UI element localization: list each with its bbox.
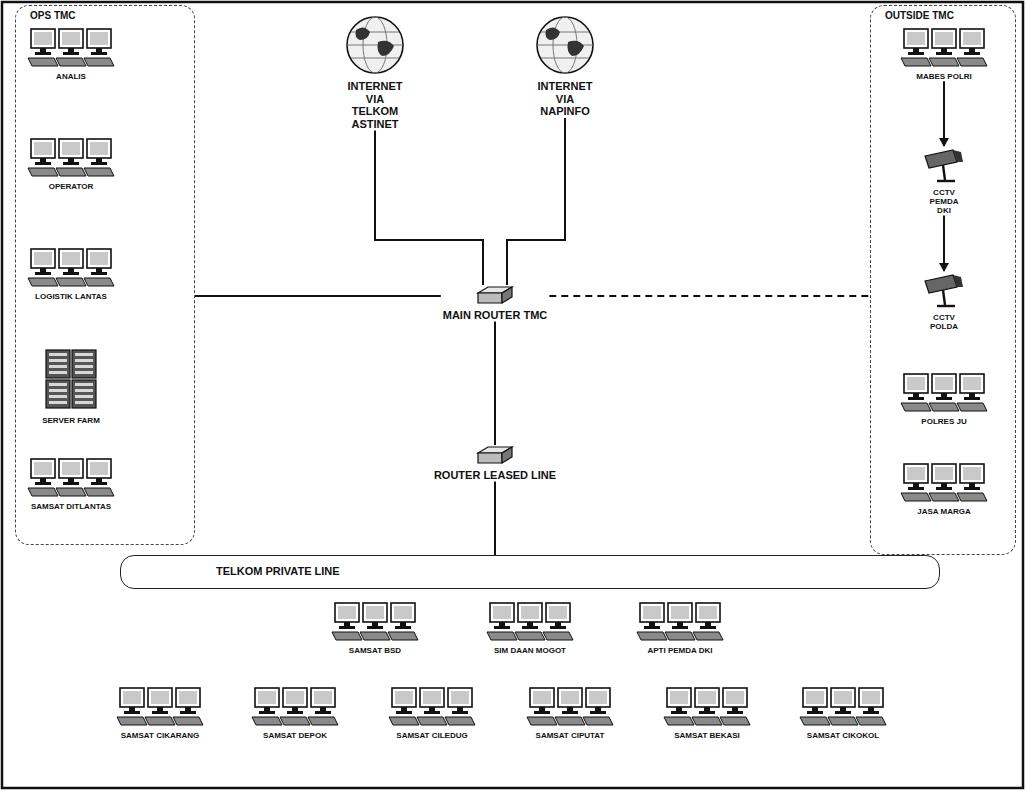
node-label: APTI PEMDA DKI	[645, 646, 714, 655]
group-region: OUTSIDE TMC MABES POLRI CCTV PEMDA DKI CCTV…	[870, 5, 1016, 555]
network-node: LOGISTIK LANTAS	[26, 246, 116, 301]
workstation-icon	[330, 600, 420, 644]
node-label: LOGISTIK LANTAS	[33, 292, 109, 301]
node-label: SAMSAT CILEDUG	[394, 731, 469, 740]
network-node: ROUTER LEASED LINE	[432, 445, 558, 482]
node-label: SAMSAT CIPUTAT	[534, 731, 607, 740]
cctv-icon	[919, 146, 969, 186]
workstation-icon	[899, 371, 989, 415]
node-label: SIM DAAN MOGOT	[492, 646, 568, 655]
node-label: POLRES JU	[919, 417, 968, 426]
group-heading: OUTSIDE TMC	[871, 6, 1015, 21]
network-node: SAMSAT BEKASI	[662, 685, 752, 740]
network-node: APTI PEMDA DKI	[635, 600, 725, 655]
node-label: CCTV PEMDA DKI	[921, 188, 967, 216]
network-node: SAMSAT BSD	[330, 600, 420, 655]
workstation-icon	[798, 685, 888, 729]
node-label: ROUTER LEASED LINE	[432, 469, 558, 482]
workstation-icon	[387, 685, 477, 729]
node-label: SAMSAT CIKOKOL	[805, 731, 881, 740]
workstation-icon	[115, 685, 205, 729]
network-link	[494, 322, 496, 445]
network-link	[375, 131, 483, 285]
group-heading: OPS TMC	[16, 6, 194, 21]
network-node: JASA MARGA	[899, 461, 989, 516]
node-label: SAMSAT CIKARANG	[119, 731, 202, 740]
node-label: JASA MARGA	[915, 507, 972, 516]
network-node: SERVER FARM	[40, 346, 102, 425]
node-label: CCTV POLDA	[921, 313, 967, 331]
network-node: SAMSAT DEPOK	[250, 685, 340, 740]
network-link	[943, 81, 945, 146]
node-label: SERVER FARM	[40, 416, 102, 425]
network-node: SAMSAT CIKARANG	[115, 685, 205, 740]
workstation-icon	[26, 26, 116, 70]
network-link	[549, 295, 870, 297]
network-node: SAMSAT DITLANTAS	[26, 456, 116, 511]
node-label: INTERNET VIA TELKOM ASTINET	[340, 80, 410, 131]
server-icon	[42, 346, 100, 414]
network-link	[195, 295, 441, 297]
private-line-group: TELKOM PRIVATE LINE SAMSAT BSD SIM DAAN MO…	[100, 555, 1010, 785]
network-node: SIM DAAN MOGOT	[485, 600, 575, 655]
network-node: OPERATOR	[26, 136, 116, 191]
network-node: INTERNET VIA TELKOM ASTINET	[340, 12, 410, 131]
workstation-icon	[485, 600, 575, 644]
globe-icon	[530, 12, 600, 78]
band-header: TELKOM PRIVATE LINE	[120, 555, 940, 589]
network-node: MABES POLRI	[899, 26, 989, 81]
network-node: INTERNET VIA NAPINFO	[530, 12, 600, 118]
group-region: OPS TMC ANALIS OPERATOR LOGISTIK LANTAS SERV…	[15, 5, 195, 545]
network-node: ANALIS	[26, 26, 116, 81]
network-node: SAMSAT CIKOKOL	[798, 685, 888, 740]
workstation-icon	[525, 685, 615, 729]
network-link	[943, 216, 945, 271]
workstation-icon	[26, 136, 116, 180]
workstation-icon	[26, 246, 116, 290]
node-label: ANALIS	[54, 72, 88, 81]
group-heading: TELKOM PRIVATE LINE	[121, 556, 939, 587]
node-label: SAMSAT DEPOK	[261, 731, 329, 740]
network-link	[507, 118, 565, 285]
network-node: MAIN ROUTER TMC	[441, 285, 550, 322]
network-node: SAMSAT CIPUTAT	[525, 685, 615, 740]
globe-icon	[340, 12, 410, 78]
network-node: POLRES JU	[899, 371, 989, 426]
network-link	[494, 482, 496, 555]
router-icon	[474, 285, 516, 307]
workstation-icon	[662, 685, 752, 729]
network-node: SAMSAT CILEDUG	[387, 685, 477, 740]
network-node: CCTV PEMDA DKI	[919, 146, 969, 216]
node-label: MABES POLRI	[914, 72, 974, 81]
node-label: SAMSAT BEKASI	[672, 731, 742, 740]
workstation-icon	[899, 461, 989, 505]
workstation-icon	[250, 685, 340, 729]
network-node: CCTV POLDA	[919, 271, 969, 331]
node-label: SAMSAT DITLANTAS	[29, 502, 113, 511]
node-label: OPERATOR	[47, 182, 96, 191]
workstation-icon	[635, 600, 725, 644]
node-label: INTERNET VIA NAPINFO	[530, 80, 600, 118]
node-label: SAMSAT BSD	[347, 646, 403, 655]
cctv-icon	[919, 271, 969, 311]
node-label: MAIN ROUTER TMC	[441, 309, 550, 322]
workstation-icon	[26, 456, 116, 500]
router-icon	[474, 445, 516, 467]
workstation-icon	[899, 26, 989, 70]
